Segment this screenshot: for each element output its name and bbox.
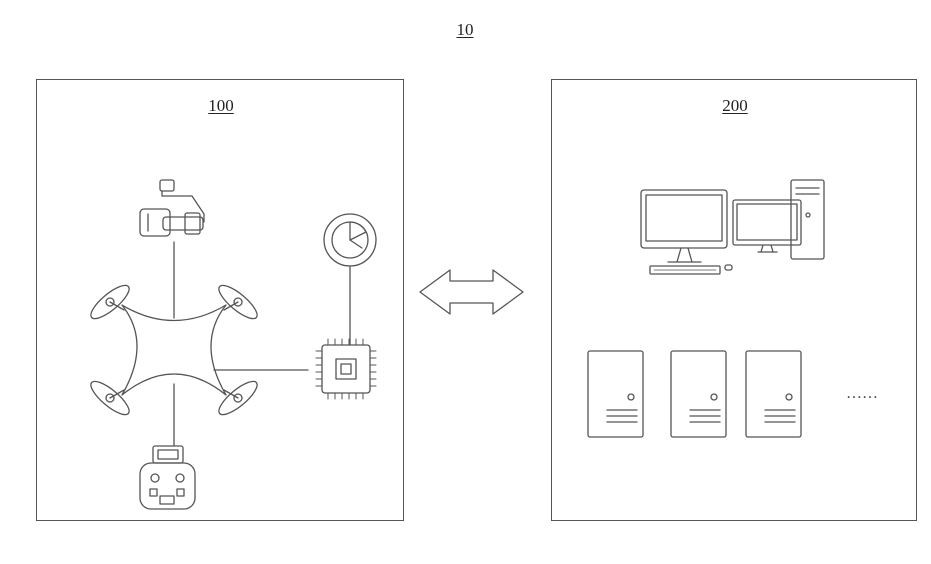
processor-chip-icon xyxy=(316,339,376,399)
server-tower-icon-2 xyxy=(671,351,726,437)
connection-lines xyxy=(174,242,350,446)
server-tower-icon-1 xyxy=(588,351,643,437)
more-servers-ellipsis: …… xyxy=(846,385,878,402)
remote-controller-icon xyxy=(140,446,195,509)
radar-sensor-icon xyxy=(324,214,376,266)
gimbal-camera-icon xyxy=(140,180,204,236)
server-tower-icon-3 xyxy=(746,351,801,437)
bidirectional-arrow-icon xyxy=(420,270,523,314)
desktop-computer-icon xyxy=(641,180,824,274)
